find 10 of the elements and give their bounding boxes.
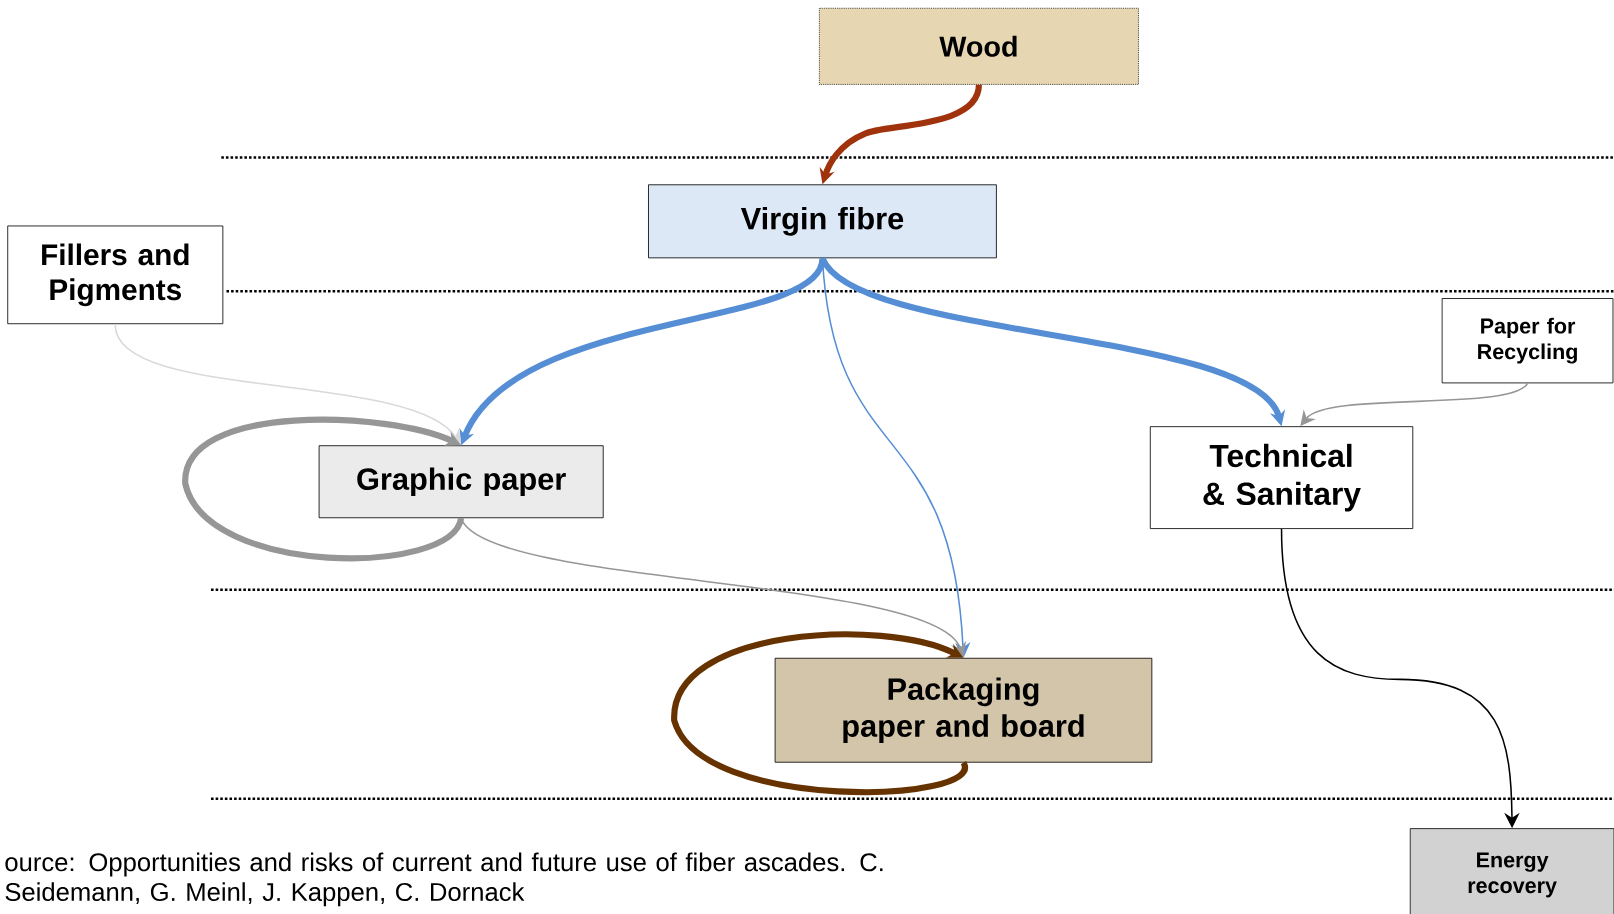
- process-box: Graphic paper: [318, 445, 604, 519]
- process-box: Paper for Recycling: [1441, 298, 1614, 384]
- arrow: [182, 416, 464, 562]
- process-box: Fillers and Pigments: [7, 225, 224, 325]
- process-box: Packaging paper and board: [774, 657, 1153, 763]
- source-note: ource: Opportunities and risks of current and future use of fiber ascades. C. Seidemann, G. Meinl, J. Kappen, C. Dornack: [5, 852, 883, 907]
- process-box: Technical & Sanitary: [1149, 426, 1414, 529]
- process-box: Virgin fibre: [648, 184, 997, 259]
- process-box: Wood: [818, 7, 1139, 85]
- process-box: Energy recovery: [1409, 828, 1614, 914]
